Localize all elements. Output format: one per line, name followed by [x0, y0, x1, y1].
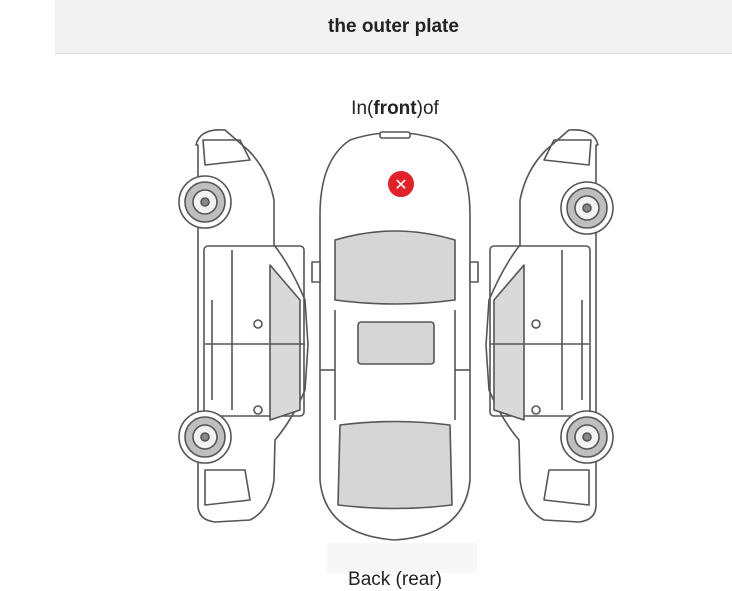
rear-label-box — [327, 543, 477, 573]
right-front-wheel[interactable] — [560, 181, 614, 235]
damage-marker-circle[interactable] — [386, 169, 416, 199]
top-view[interactable] — [311, 131, 479, 541]
section-header: the outer plate — [55, 0, 732, 54]
front-label-bold: front — [373, 98, 417, 119]
front-label: In(front)of — [0, 98, 732, 120]
rear-label: Back (rear) — [348, 569, 442, 590]
front-label-prefix: In( — [351, 98, 374, 119]
section-title: the outer plate — [328, 15, 459, 37]
front-label-suffix: )of — [416, 98, 439, 119]
damage-marker-x-icon: ✕ — [394, 175, 407, 194]
left-front-wheel[interactable] — [178, 175, 232, 229]
damage-marker[interactable]: ✕ — [386, 169, 416, 199]
left-rear-wheel[interactable] — [178, 410, 232, 464]
right-rear-wheel[interactable] — [560, 410, 614, 464]
